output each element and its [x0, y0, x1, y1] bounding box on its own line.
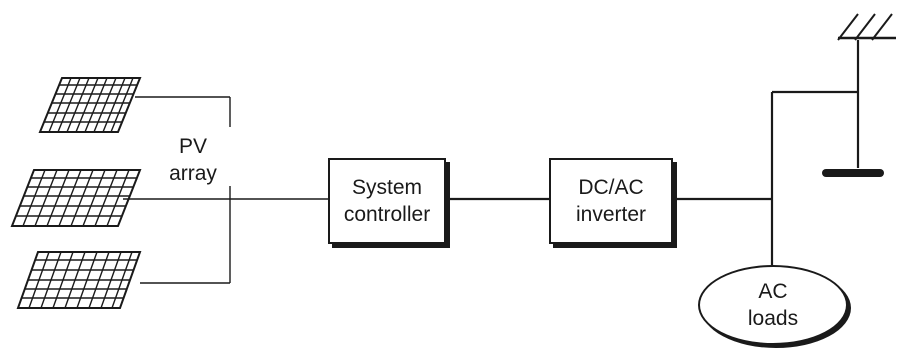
ac-loads-line2: loads	[747, 307, 799, 330]
pv-label-line1: PV	[178, 135, 207, 158]
pv-label-line2: array	[169, 162, 217, 185]
ac-loads-ellipse: AC loads	[698, 265, 848, 345]
ac-loads-line1: AC	[758, 280, 788, 303]
system-controller-block: System controller	[328, 158, 446, 244]
pv-panel-3	[16, 251, 142, 309]
utility-grid-symbol	[837, 13, 896, 41]
pv-array-wiring	[123, 96, 328, 284]
dcac-inverter-line1: DC/AC	[578, 176, 644, 199]
pv-panel-2	[10, 169, 142, 227]
ground-symbol	[822, 169, 884, 177]
pv-array-label: PV array	[150, 133, 236, 187]
dcac-inverter-line2: inverter	[575, 203, 647, 226]
main-bus-wiring	[448, 40, 860, 265]
system-controller-line2: controller	[343, 203, 431, 226]
system-controller-line1: System	[351, 176, 422, 199]
pv-panel-1	[38, 77, 142, 133]
dcac-inverter-block: DC/AC inverter	[549, 158, 673, 244]
